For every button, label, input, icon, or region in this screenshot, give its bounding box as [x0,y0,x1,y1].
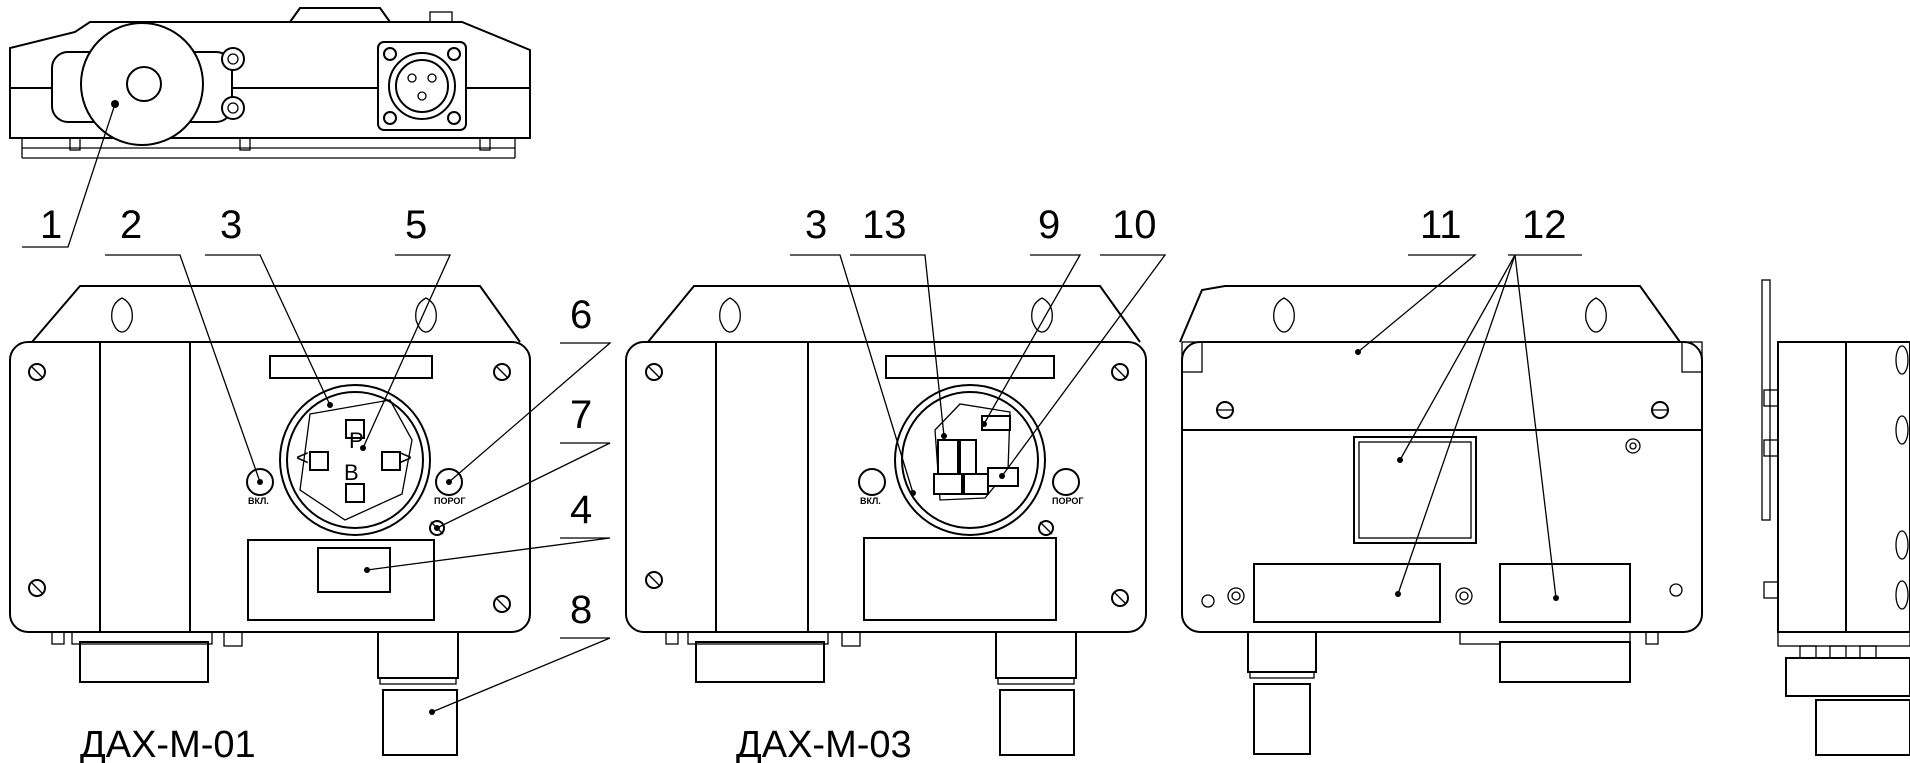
display-arrow-left: < [296,445,309,470]
callout-7: 7 [436,393,611,529]
connector-flange [377,41,467,131]
threshold-button-03 [1052,468,1080,496]
callout-8: 8 [431,588,611,713]
svg-text:ПОРОГ: ПОРОГ [434,496,465,506]
svg-text:ВКЛ.: ВКЛ. [860,496,881,506]
callout-6: 6 [448,293,612,483]
callout-13: 13 [850,203,945,437]
svg-text:7: 7 [570,393,592,437]
power-button-03 [858,468,886,496]
svg-text:11: 11 [1420,203,1462,247]
side-view [1761,279,1910,756]
model-label-dah-m-01: ДАХ-М-01 [80,724,256,763]
callout-9: 9 [983,203,1082,425]
svg-text:3: 3 [805,203,827,247]
model-label-dah-m-03: ДАХ-М-03 [736,724,912,763]
front-view-dah-m-03: ВКЛ. ПОРОГ [625,285,1147,756]
callout-3-left: 3 [205,203,331,406]
callout-3-middle: 3 [790,203,914,494]
svg-text:4: 4 [570,488,592,532]
display-arrow-right: > [399,445,412,470]
callout-2: 2 [105,203,261,483]
svg-text:10: 10 [1112,203,1157,247]
display-letter-r: Р [349,428,364,453]
callout-4: 4 [366,488,611,571]
callout-11: 11 [1357,203,1477,353]
callout-label: 1 [40,203,62,247]
svg-text:12: 12 [1522,203,1567,247]
callout-12: 12 [1397,203,1582,599]
svg-text:ПОРОГ: ПОРОГ [1052,496,1083,506]
callout-5: 5 [362,203,452,449]
callout-10: 10 [1001,203,1167,477]
svg-text:6: 6 [570,293,592,337]
svg-text:8: 8 [570,588,592,632]
front-view-dah-m-01: Р В < > ВКЛ. ПОРОГ [9,285,531,756]
svg-text:2: 2 [120,203,142,247]
svg-text:ВКЛ.: ВКЛ. [248,496,269,506]
display-letter-b: В [344,460,359,485]
sensor-head-circle [80,22,204,146]
svg-text:13: 13 [862,203,907,247]
svg-text:5: 5 [405,203,427,247]
svg-text:9: 9 [1038,203,1060,247]
top-view [9,7,531,159]
rear-view [1179,285,1703,755]
callout-1: 1 [22,103,116,248]
svg-text:3: 3 [220,203,242,247]
